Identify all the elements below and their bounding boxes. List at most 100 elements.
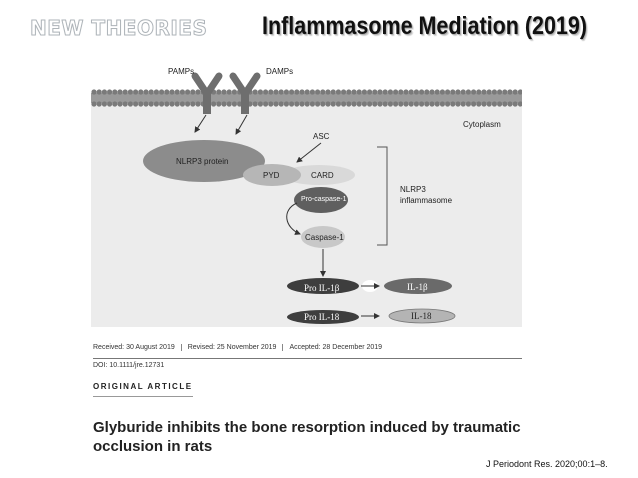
lipid-head bbox=[393, 89, 399, 95]
lipid-head bbox=[257, 89, 263, 95]
lipid-head bbox=[408, 89, 414, 95]
pamps-label: PAMPs bbox=[168, 67, 195, 76]
lipid-head bbox=[460, 89, 466, 95]
lipid-head bbox=[107, 89, 113, 95]
accepted-date: Accepted: 28 December 2019 bbox=[289, 344, 383, 351]
caspase-shape bbox=[301, 226, 345, 248]
lipid-head bbox=[439, 89, 445, 95]
lipid-head bbox=[185, 89, 191, 95]
lipid-head bbox=[507, 101, 513, 107]
lipid-head bbox=[299, 101, 305, 107]
lipid-head bbox=[486, 101, 492, 107]
pyd-shape bbox=[243, 164, 301, 186]
lipid-head bbox=[486, 89, 492, 95]
lipid-head bbox=[341, 89, 347, 95]
lipid-head bbox=[268, 101, 274, 107]
lipid-head bbox=[257, 101, 263, 107]
lipid-head bbox=[356, 101, 362, 107]
lipid-head bbox=[377, 101, 383, 107]
lipid-head bbox=[471, 89, 477, 95]
lipid-head bbox=[517, 101, 522, 107]
lipid-head bbox=[512, 101, 518, 107]
card-label: CARD bbox=[311, 171, 334, 180]
il1b-label: IL-1β bbox=[407, 282, 428, 292]
lipid-head bbox=[502, 101, 508, 107]
lipid-head bbox=[138, 89, 144, 95]
lipid-head bbox=[429, 101, 435, 107]
lipid-head bbox=[179, 89, 185, 95]
lipid-head bbox=[471, 101, 477, 107]
lipid-head bbox=[481, 89, 487, 95]
lipid-head bbox=[403, 89, 409, 95]
lipid-head bbox=[361, 89, 367, 95]
lipid-head bbox=[127, 89, 133, 95]
lipid-head bbox=[174, 89, 180, 95]
lipid-head bbox=[273, 101, 279, 107]
lipid-head bbox=[153, 101, 159, 107]
il18-label: IL-18 bbox=[411, 311, 432, 321]
lipid-head bbox=[133, 89, 139, 95]
lipid-head bbox=[445, 89, 451, 95]
lipid-head bbox=[372, 89, 378, 95]
damps-label: DAMPs bbox=[266, 67, 294, 76]
lipid-head bbox=[424, 101, 430, 107]
lipid-head bbox=[450, 101, 456, 107]
lipid-head bbox=[481, 101, 487, 107]
lipid-head bbox=[263, 101, 269, 107]
article-title: Glyburide inhibits the bone resorption i… bbox=[93, 419, 521, 455]
lipid-head bbox=[309, 89, 315, 95]
lipid-head bbox=[325, 101, 331, 107]
lipid-head bbox=[122, 101, 128, 107]
lipid-head bbox=[424, 89, 430, 95]
lipid-head bbox=[268, 89, 274, 95]
lipid-head bbox=[112, 101, 118, 107]
lipid-head bbox=[221, 101, 227, 107]
lipid-head bbox=[367, 101, 373, 107]
lipid-head bbox=[252, 101, 258, 107]
lipid-head bbox=[117, 89, 123, 95]
slide-title: Inflammasome Mediation (2019) bbox=[262, 12, 587, 40]
lipid-head bbox=[393, 101, 399, 107]
lipid-head bbox=[346, 89, 352, 95]
pamp-signal-arrow bbox=[194, 114, 207, 133]
lipid-head bbox=[330, 89, 336, 95]
lipid-head bbox=[315, 101, 321, 107]
lipid-head bbox=[231, 89, 237, 95]
lipid-head bbox=[195, 89, 201, 95]
pro-il18-label: Pro IL-18 bbox=[304, 312, 340, 322]
lipid-head bbox=[429, 89, 435, 95]
caspase-label: Caspase-1 bbox=[305, 233, 344, 242]
lipid-head bbox=[419, 89, 425, 95]
lipid-head bbox=[159, 89, 165, 95]
pro-il18-shape bbox=[287, 310, 359, 324]
lipid-head bbox=[216, 101, 222, 107]
lipid-head bbox=[101, 101, 107, 107]
lipid-head bbox=[398, 101, 404, 107]
lipid-head bbox=[96, 101, 102, 107]
lipid-head bbox=[460, 101, 466, 107]
lipid-head bbox=[361, 101, 367, 107]
lipid-head bbox=[455, 89, 461, 95]
nlrp3-protein-shape bbox=[143, 140, 265, 182]
article-dates: Received: 30 August 2019 Revised: 25 Nove… bbox=[93, 344, 522, 359]
lipid-head bbox=[148, 89, 154, 95]
lipid-head bbox=[107, 101, 113, 107]
lipid-head bbox=[320, 101, 326, 107]
cell-membrane bbox=[91, 89, 522, 107]
lipid-head bbox=[382, 101, 388, 107]
lipid-head bbox=[304, 89, 310, 95]
il1b-shape bbox=[384, 278, 452, 294]
pro-il1b-shape bbox=[287, 278, 359, 294]
lipid-head bbox=[512, 89, 518, 95]
lipid-head bbox=[502, 89, 508, 95]
lipid-head bbox=[465, 89, 471, 95]
received-date: Received: 30 August 2019 bbox=[93, 344, 182, 351]
lipid-head bbox=[476, 89, 482, 95]
lipid-head bbox=[164, 89, 170, 95]
lipid-head bbox=[138, 101, 144, 107]
lipid-head bbox=[309, 101, 315, 107]
revised-date: Revised: 25 November 2019 bbox=[188, 344, 284, 351]
article-type: ORIGINAL ARTICLE bbox=[93, 382, 193, 391]
lipid-head bbox=[450, 89, 456, 95]
